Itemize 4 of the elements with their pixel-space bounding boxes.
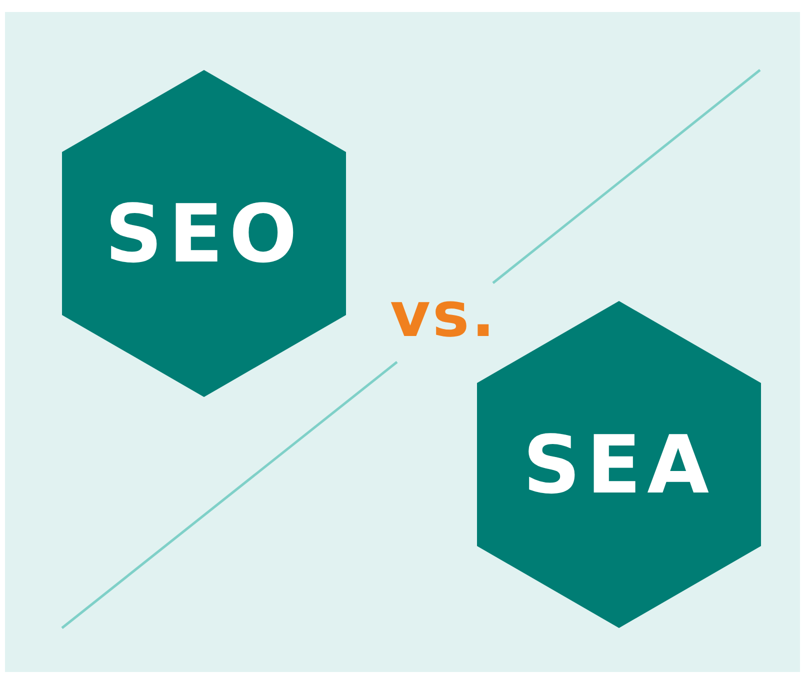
versus-text: vs. xyxy=(390,278,497,351)
hexagon-label: SEA xyxy=(522,418,716,511)
hexagon xyxy=(62,70,346,397)
hexagon-label: SEO xyxy=(104,187,304,280)
